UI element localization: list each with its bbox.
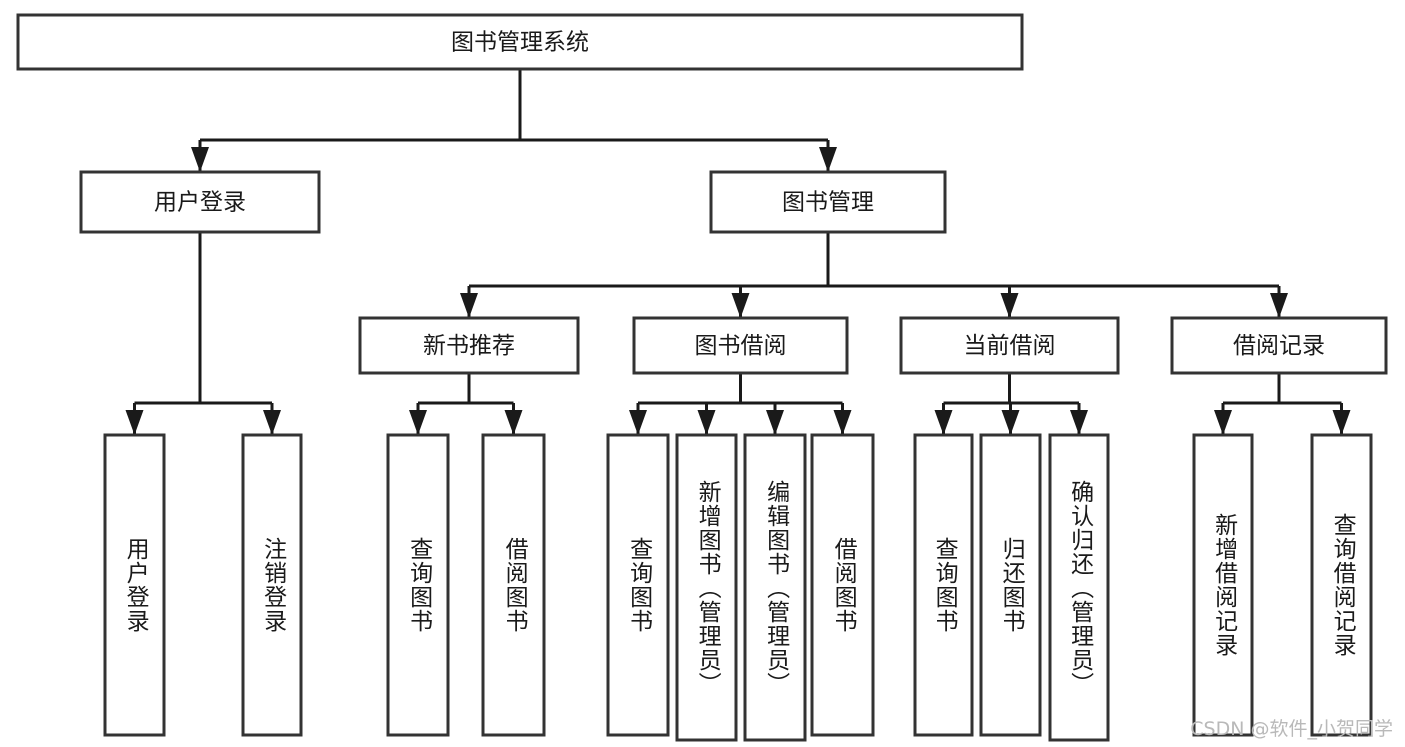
node-box-leaf-borrow-book[interactable]: [810, 433, 875, 737]
nodes-layer: [16, 13, 1388, 742]
node-box-current-borrow[interactable]: [899, 316, 1120, 375]
node-box-user-login[interactable]: [79, 170, 321, 234]
arrow-head-icon: [697, 410, 716, 435]
node-box-borrow-record[interactable]: [1170, 316, 1388, 375]
arrow-head-icon: [1000, 293, 1019, 318]
arrow-head-icon: [1270, 293, 1288, 318]
arrow-head-icon: [191, 147, 209, 172]
arrow-head-icon: [504, 410, 523, 435]
node-box-root[interactable]: [16, 13, 1024, 71]
arrow-head-icon: [409, 410, 427, 435]
node-box-new-book-recommend[interactable]: [358, 316, 580, 375]
node-box-book-borrow[interactable]: [632, 316, 849, 375]
node-label-root: 图书管理系统: [451, 30, 589, 56]
arrow-head-icon: [1214, 410, 1232, 435]
arrow-head-icon: [125, 410, 144, 435]
node-box-leaf-confirm-return-admin[interactable]: [1048, 433, 1110, 742]
arrow-head-icon: [460, 293, 478, 318]
arrow-head-icon: [1001, 410, 1020, 435]
arrow-head-icon: [934, 410, 953, 435]
node-box-leaf-add-book-admin[interactable]: [675, 433, 738, 742]
arrow-head-icon: [731, 293, 750, 318]
node-box-leaf-query-borrow-record[interactable]: [1310, 433, 1373, 737]
node-label-book-manage: 图书管理: [782, 190, 874, 216]
arrow-head-icon: [629, 410, 647, 435]
node-label-book-borrow: 图书借阅: [695, 333, 787, 359]
node-box-leaf-edit-book-admin[interactable]: [743, 433, 807, 742]
edges-layer: [125, 69, 1351, 435]
node-box-leaf-query-book-rec[interactable]: [386, 433, 450, 737]
arrow-head-icon: [819, 147, 837, 172]
node-box-leaf-user-login[interactable]: [103, 433, 166, 737]
node-box-book-manage[interactable]: [709, 170, 947, 234]
arrow-head-icon: [263, 410, 281, 435]
arrow-head-icon: [833, 410, 852, 435]
node-box-leaf-query-book-borrow[interactable]: [606, 433, 670, 737]
node-box-leaf-query-book-cur[interactable]: [913, 433, 974, 737]
node-box-leaf-return-book[interactable]: [979, 433, 1042, 737]
arrow-head-icon: [766, 410, 784, 435]
node-label-borrow-record: 借阅记录: [1233, 333, 1325, 359]
arrow-head-icon: [1070, 410, 1088, 435]
node-label-current-borrow: 当前借阅: [964, 333, 1056, 359]
node-box-leaf-add-borrow-record[interactable]: [1192, 433, 1254, 737]
arrow-head-icon: [1332, 410, 1351, 435]
node-box-leaf-user-logout[interactable]: [241, 433, 303, 737]
node-box-leaf-borrow-book-rec[interactable]: [481, 433, 546, 737]
node-label-new-book-recommend: 新书推荐: [423, 333, 515, 359]
node-label-user-login: 用户登录: [154, 190, 246, 216]
